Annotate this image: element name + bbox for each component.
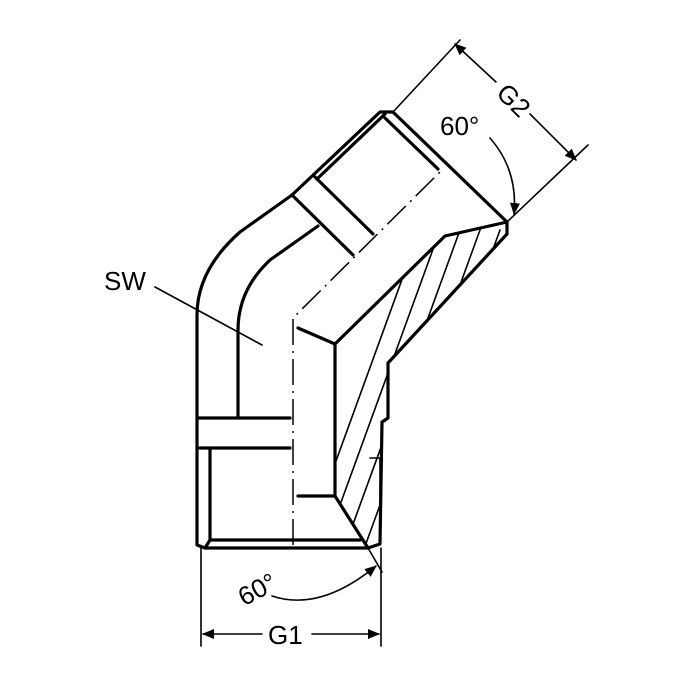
g2-label: G2 <box>491 77 537 123</box>
centerline <box>292 171 441 545</box>
top-angle-dimension: 60° <box>440 111 520 215</box>
g1-label: G1 <box>268 620 303 650</box>
fitting-body <box>195 110 509 550</box>
g1-dimension: G1 <box>200 547 382 650</box>
bottom-angle-label: 60° <box>233 567 282 612</box>
bottom-angle-dimension: 60° <box>233 547 383 612</box>
sw-label: SW <box>104 266 146 296</box>
g2-dimension: G2 <box>392 39 589 223</box>
top-angle-label: 60° <box>440 111 479 141</box>
sw-leader-line <box>154 286 263 346</box>
